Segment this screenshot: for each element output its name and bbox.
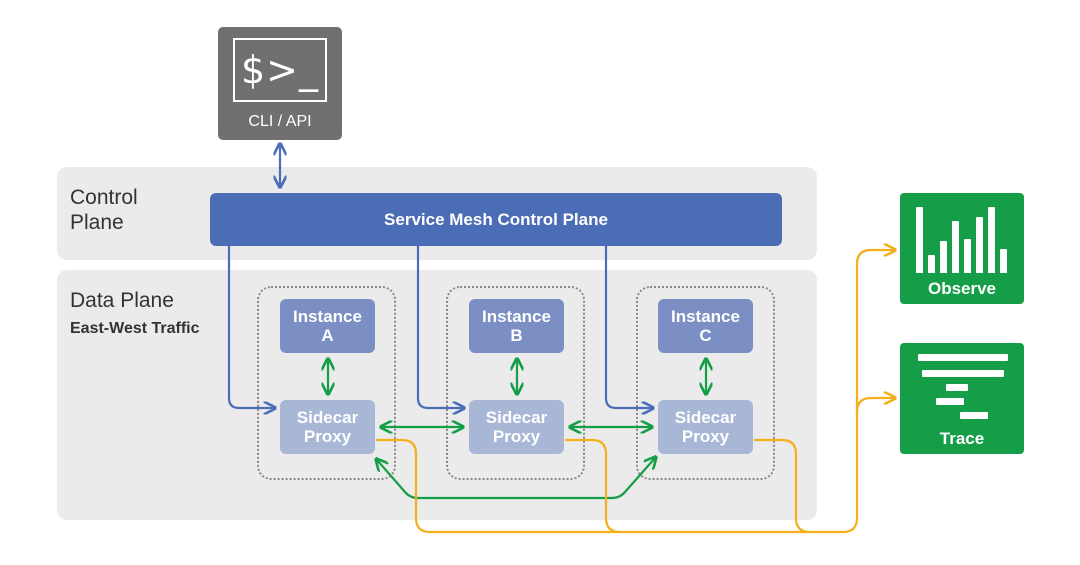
instance-c-line2: C [699,326,712,345]
instance-a: Instance A [280,299,375,353]
sidecar-b-line1: Sidecar [485,408,548,427]
sidecar-proxy-b: Sidecar Proxy [469,400,564,454]
service-mesh-control-plane: Service Mesh Control Plane [210,193,782,246]
cli-api-label: CLI / API [248,113,312,130]
data-plane-title: Data Plane [70,289,174,312]
terminal-prompt: $>_ [240,48,320,92]
trace-label: Trace [939,429,985,448]
control-plane-title: Control Plane [70,185,138,235]
sidecar-a-line1: Sidecar [296,408,359,427]
data-plane-subtitle: East-West Traffic [70,320,200,337]
instance-a-line1: Instance [293,307,362,326]
sidecar-c-line1: Sidecar [674,408,737,427]
sidecar-proxy-a: Sidecar Proxy [280,400,375,454]
instance-b-line1: Instance [482,307,551,326]
instance-a-line2: A [321,326,334,345]
observe-label: Observe [927,279,997,298]
sidecar-proxy-c: Sidecar Proxy [658,400,753,454]
instance-b-line2: B [510,326,523,345]
terminal-icon: $>_ [233,38,327,102]
trace-waterfall-icon [918,354,1008,419]
bar-chart-icon [916,207,1007,273]
control-plane-title-line2: Plane [70,211,124,234]
trace-box: Trace [900,343,1024,454]
instance-c: Instance C [658,299,753,353]
instance-b: Instance B [469,299,564,353]
cli-api-box: $>_ CLI / API [218,27,342,140]
control-plane-title-line1: Control [70,186,138,209]
instance-c-line1: Instance [671,307,740,326]
sidecar-c-line2: Proxy [681,427,730,446]
telemetry-to-trace [855,398,894,413]
observe-box: Observe [900,193,1024,304]
sidecar-b-line2: Proxy [492,427,541,446]
sidecar-a-line2: Proxy [303,427,352,446]
